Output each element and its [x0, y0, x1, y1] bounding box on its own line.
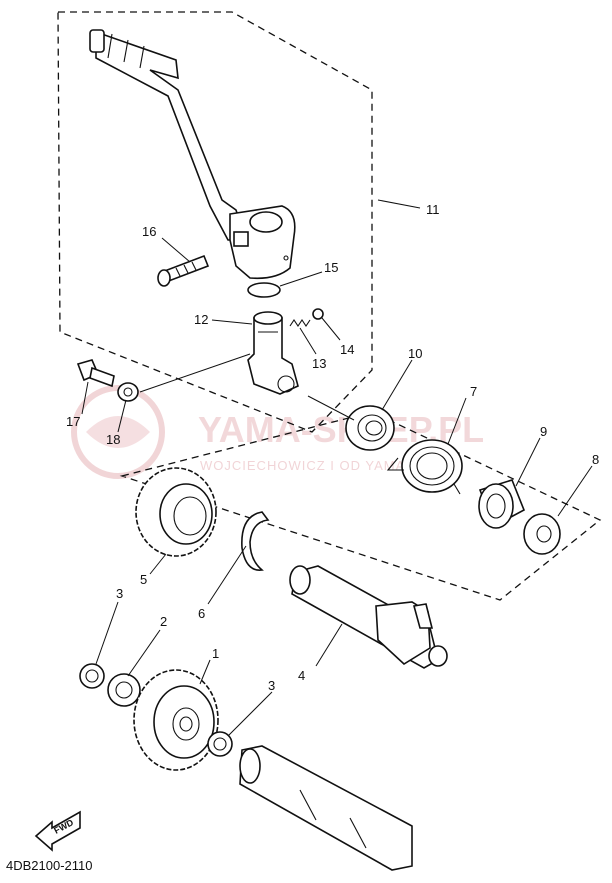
o-ring-15	[247, 282, 281, 298]
kick-crank-assembly-outline	[57, 11, 373, 433]
kick-crank-lever	[89, 29, 296, 280]
callout-14: 14	[340, 342, 354, 357]
watermark-subtitle: WOJCIECHOWICZ I OD YAMAHA	[200, 458, 425, 473]
callout-3b: 3	[268, 678, 275, 693]
oil-seal-10	[345, 405, 395, 451]
fwd-arrow-icon: FWD	[34, 810, 81, 852]
collar-9	[478, 479, 526, 529]
spring-13	[289, 319, 311, 327]
callout-1: 1	[212, 646, 219, 661]
callout-numbers: 1 2 3 3 4 5 6 7 8 9 10 11 12 13 14 15 16…	[66, 202, 599, 693]
callout-4: 4	[298, 668, 305, 683]
callout-17: 17	[66, 414, 80, 429]
torsion-spring-7	[386, 439, 463, 495]
gear-1	[133, 669, 219, 771]
callout-16: 16	[142, 224, 156, 239]
callout-9: 9	[540, 424, 547, 439]
callout-8: 8	[592, 452, 599, 467]
bolt-16	[157, 254, 210, 287]
washer-8	[523, 513, 561, 555]
gear-5	[135, 467, 217, 557]
callout-11: 11	[426, 202, 440, 217]
main-axle	[239, 745, 413, 871]
kick-shaft-4	[289, 565, 448, 669]
callout-3a: 3	[116, 586, 123, 601]
circlip-6	[241, 511, 270, 571]
callout-2: 2	[160, 614, 167, 629]
shaft-assembly-outline	[119, 411, 602, 601]
bolt-17	[76, 359, 115, 388]
callout-15: 15	[324, 260, 338, 275]
circlip-3-lower	[207, 731, 233, 757]
callout-5: 5	[140, 572, 147, 587]
callout-18: 18	[106, 432, 120, 447]
boss-12	[247, 311, 299, 395]
washer-18	[117, 382, 139, 402]
callout-13: 13	[312, 356, 326, 371]
callout-12: 12	[194, 312, 208, 327]
washer-2	[107, 673, 141, 707]
callout-10: 10	[408, 346, 422, 361]
watermark-logo	[71, 385, 165, 479]
callout-7: 7	[470, 384, 477, 399]
ball-14	[312, 308, 324, 320]
diagram-code: 4DB2100-2110	[6, 858, 93, 873]
leader-lines	[81, 199, 593, 737]
circlip-3-upper	[79, 663, 105, 689]
callout-6: 6	[198, 606, 205, 621]
